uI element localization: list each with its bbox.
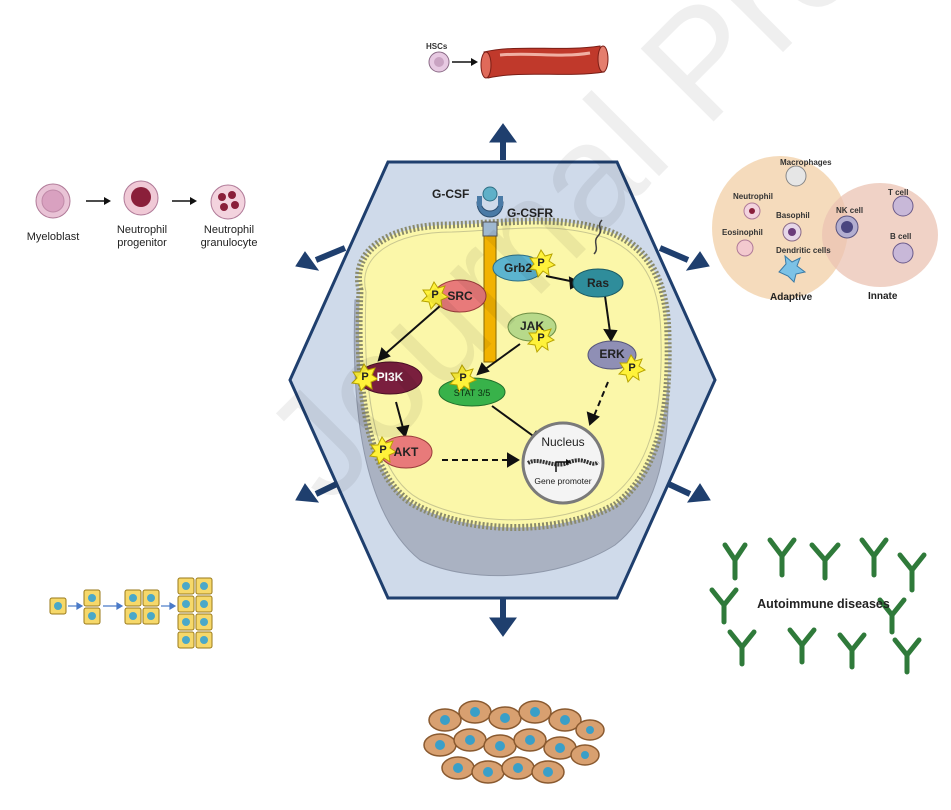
grb2-label: Grb2 <box>503 261 532 275</box>
autoimmune-title: Autoimmune diseases <box>757 597 890 611</box>
label-eosinophil: Eosinophil <box>722 228 763 237</box>
immune-graphic <box>712 156 938 300</box>
eosinophil-icon <box>736 239 754 257</box>
stage-myeloblast: Myeloblast <box>26 231 80 243</box>
hsc-graphic <box>428 45 609 79</box>
phospho-star <box>448 364 478 394</box>
phospho-stars <box>350 249 647 466</box>
receptor-label: G-CSFR <box>507 206 553 220</box>
phospho-label: P <box>537 257 545 269</box>
arrow-down <box>489 598 517 637</box>
arrow-up-left <box>295 245 347 271</box>
granulocyte-icon <box>210 184 246 220</box>
label-neutrophil: Neutrophil <box>733 192 773 201</box>
label-dendritic: Dendritic cells <box>776 246 831 255</box>
arrow-up <box>489 123 517 160</box>
phospho-label: P <box>379 444 387 456</box>
stage-granulocyte: Neutrophil granulocyte <box>200 224 258 249</box>
akt-label: AKT <box>393 445 419 459</box>
innate-region <box>712 156 848 300</box>
phospho-star <box>368 436 398 466</box>
b-cell-icon <box>892 242 914 264</box>
dendritic-cell-icon <box>778 254 807 283</box>
outward-arrows <box>295 123 711 637</box>
stat-label: STAT 3/5 <box>453 388 491 398</box>
ras-node <box>572 268 624 298</box>
src-label: SRC <box>447 289 473 303</box>
nucleus-icon <box>521 421 605 505</box>
nucleus-label: Nucleus <box>541 435 585 449</box>
phospho-label: P <box>361 371 369 383</box>
erk-label: ERK <box>599 347 625 361</box>
label-macrophages: Macrophages <box>780 158 832 167</box>
macrophage-icon <box>785 165 807 187</box>
erk-node <box>587 340 637 370</box>
phospho-label: P <box>431 289 439 301</box>
ligand-label: G-CSF <box>432 187 470 201</box>
granulo-graphic <box>35 180 246 220</box>
stage-progenitor: Neutrophil progenitor <box>116 224 168 249</box>
ras-label: Ras <box>586 276 609 290</box>
label-innate: Innate <box>868 291 898 302</box>
label-nk-cell: NK cell <box>836 206 864 215</box>
gene-promoter-label: Gene promoter <box>534 476 592 486</box>
jak-label: JAK <box>519 319 544 333</box>
antibody-icons <box>709 537 927 675</box>
phospho-label: P <box>628 362 636 374</box>
phospho-label: P <box>459 372 467 384</box>
label-adaptive: Adaptive <box>770 292 813 303</box>
ligand-icon <box>482 186 498 202</box>
pi3k-label: PI3K <box>376 370 404 384</box>
phospho-star <box>617 354 647 384</box>
phospho-star <box>527 249 557 279</box>
label-basophil: Basophil <box>776 211 810 220</box>
hsc-label: HSCs <box>426 42 448 51</box>
phospho-star <box>350 363 380 393</box>
phospho-star <box>420 281 450 311</box>
arrow-up-right <box>658 245 710 271</box>
phospho-label: P <box>537 332 545 344</box>
label-t-cell: T cell <box>888 188 909 197</box>
label-b-cell: B cell <box>890 232 912 241</box>
phospho-star <box>526 324 556 354</box>
t-cell-icon <box>892 195 914 217</box>
